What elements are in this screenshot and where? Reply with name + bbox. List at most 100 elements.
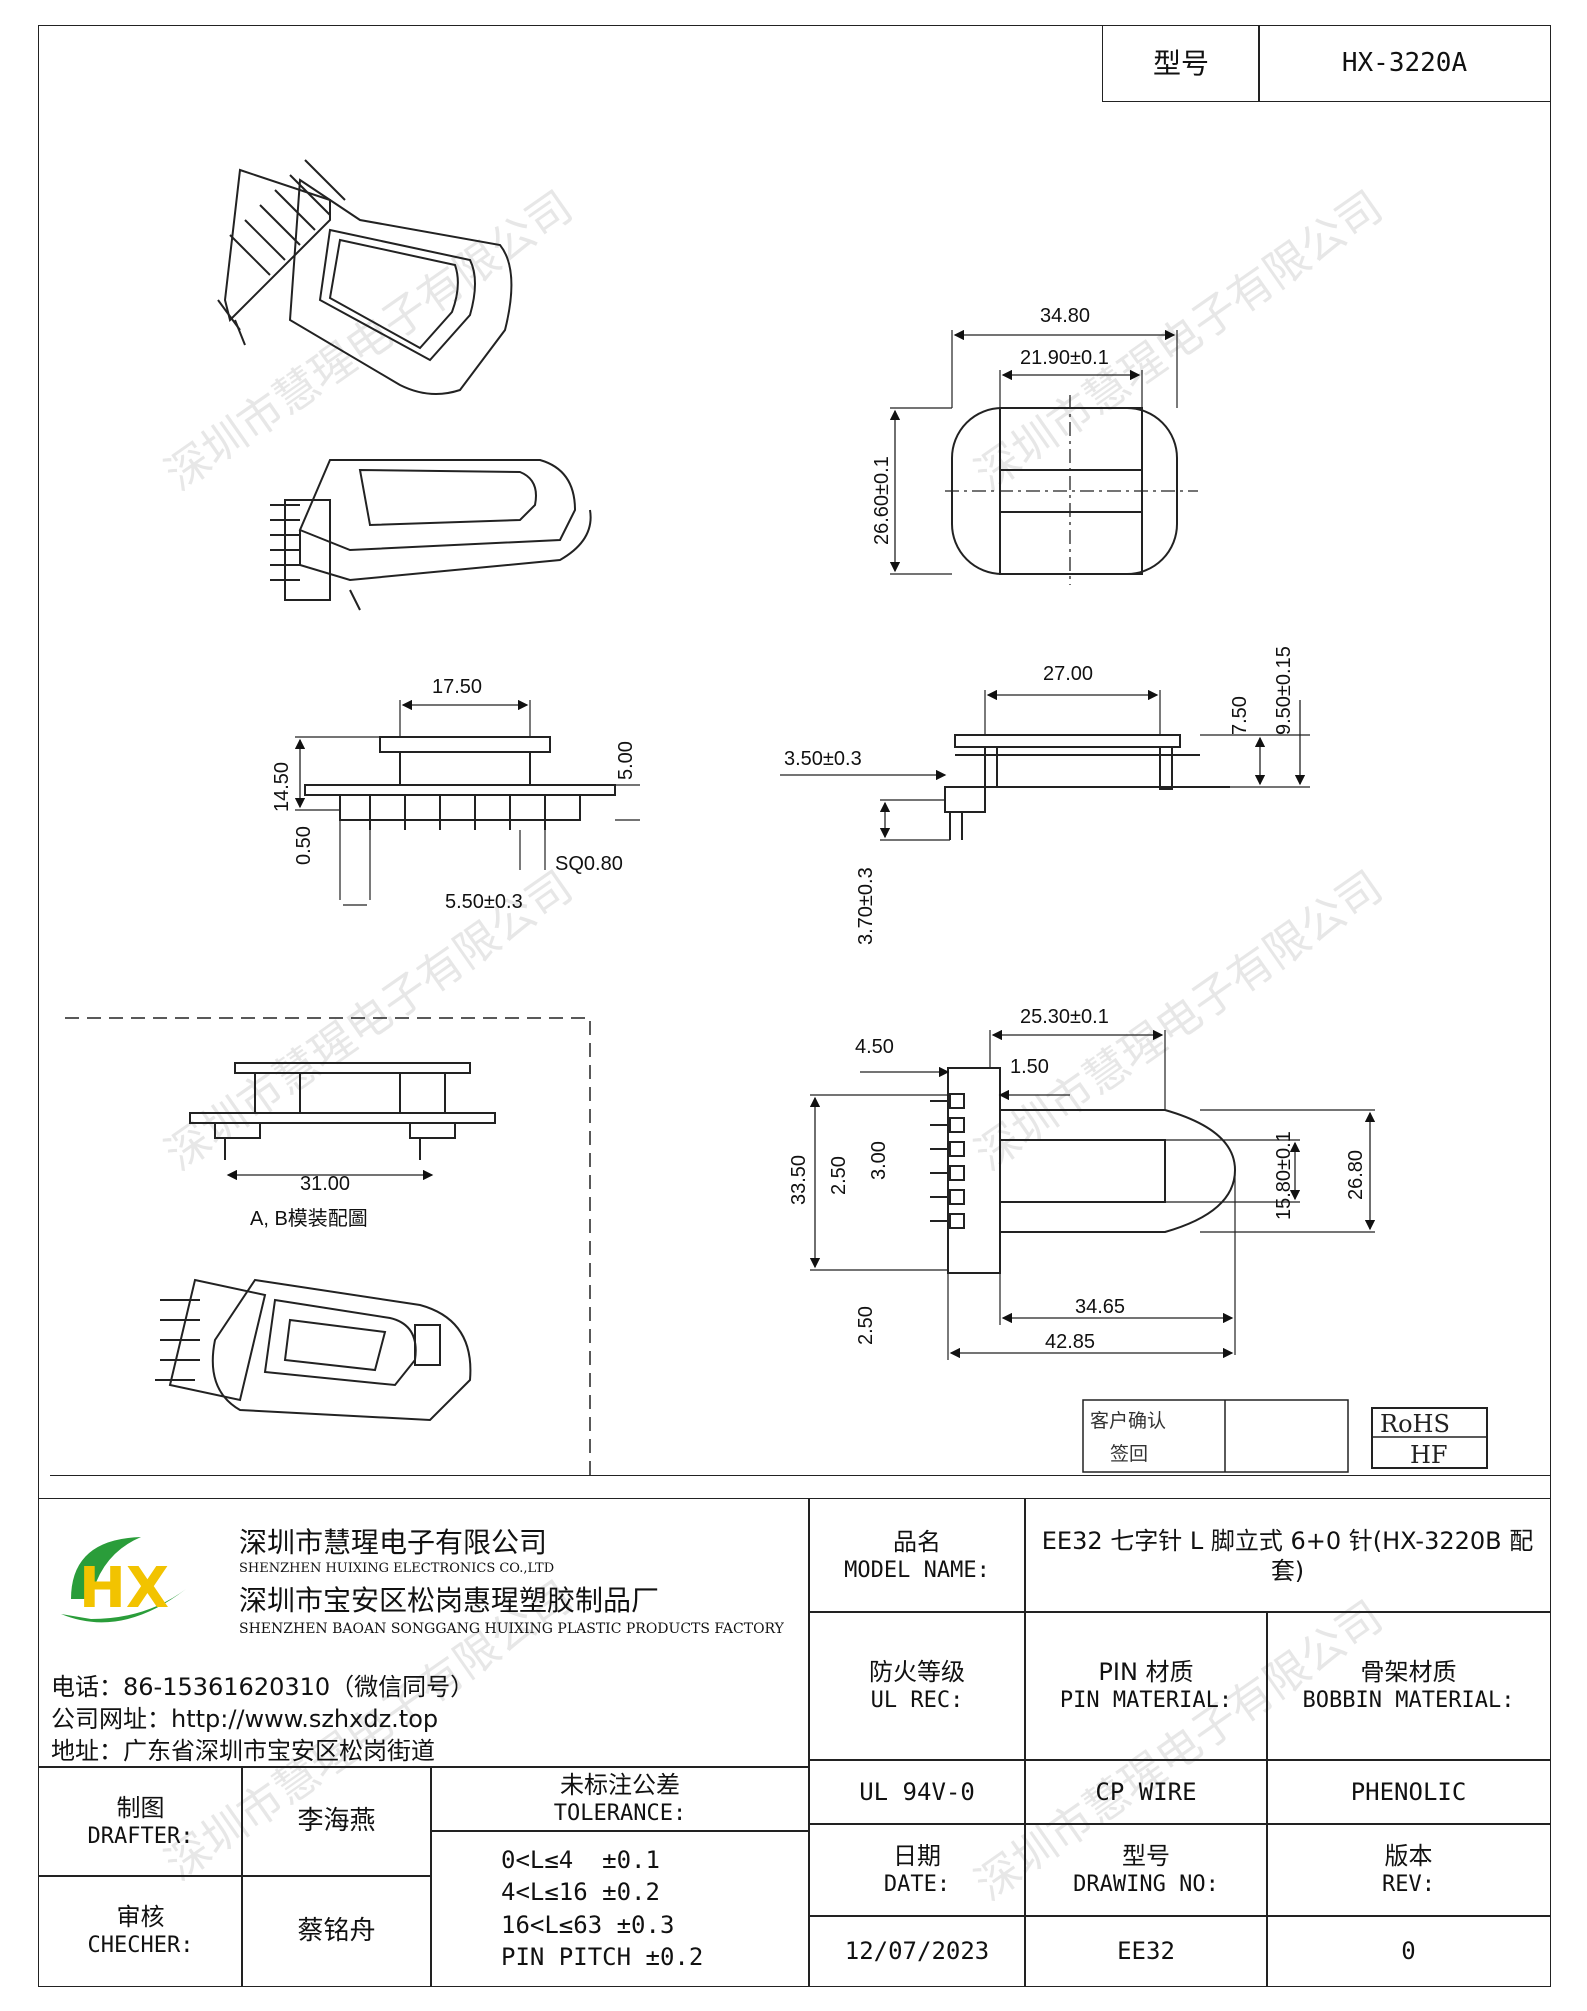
bottom-view [809, 1029, 1376, 1360]
rev-value-cell: 0 [1266, 1915, 1551, 1987]
ul-en: UL REC: [870, 1688, 964, 1714]
date-cn: 日期 [893, 1842, 941, 1871]
bobbin-en: BOBBIN MATERIAL: [1302, 1688, 1515, 1714]
drafter-value-cell: 李海燕 [241, 1766, 432, 1877]
front-view [294, 699, 640, 906]
bottom-pins [930, 1093, 965, 1229]
checker-en: CHECHER: [87, 1933, 194, 1959]
company-logo: HX [51, 1529, 191, 1639]
company-website: 公司网址：http://www.szhxdz.top [51, 1705, 439, 1733]
checker-label-cell: 审核 CHECHER: [38, 1875, 243, 1987]
dim-label: 5.00 [615, 741, 637, 780]
dim-label: 34.80 [1040, 305, 1090, 327]
customer-confirm-label: 客户确认 [1090, 1410, 1166, 1432]
tolerance-cn: 未标注公差 [560, 1771, 680, 1800]
dim-label: 26.80 [1345, 1150, 1367, 1200]
tolerance-line: 16<L≤63 ±0.3 [501, 1910, 675, 1939]
ul-value-cell: UL 94V-0 [808, 1759, 1026, 1825]
dim-label: 2.50 [855, 1306, 877, 1345]
technical-drawing: 34.80 21.90±0.1 26.60±0.1 17.50 14.50 0.… [65, 159, 1488, 1480]
rohs-box [1371, 1407, 1488, 1469]
dim-label: 3.70±0.3 [855, 867, 877, 945]
dim-label: 42.85 [1045, 1331, 1095, 1353]
dim-label: 0.50 [293, 826, 315, 865]
tolerance-label-cell: 未标注公差 TOLERANCE: [430, 1766, 810, 1832]
dim-label: 26.60±0.1 [871, 456, 893, 545]
header-model-label-cell: 型号 [1102, 25, 1260, 102]
drawing-en: DRAWING NO: [1073, 1872, 1219, 1898]
date-value-cell: 12/07/2023 [808, 1915, 1026, 1987]
dim-label: 15.80±0.1 [1273, 1131, 1295, 1220]
ul-label-cell: 防火等级 UL REC: [808, 1611, 1026, 1761]
checker-cn: 审核 [116, 1903, 165, 1932]
factory-name-cn: 深圳市宝安区松岗惠瑆塑胶制品厂 [239, 1584, 660, 1617]
model-name-en: MODEL NAME: [844, 1557, 990, 1583]
bobbin-value: PHENOLIC [1350, 1778, 1467, 1806]
model-name-cn: 品名 [893, 1527, 941, 1556]
tolerance-values-cell: 0<L≤4 ±0.1 4<L≤16 ±0.2 16<L≤63 ±0.3 PIN … [430, 1830, 810, 1987]
iso-view-2 [270, 459, 592, 611]
dim-label: 9.50±0.15 [1273, 646, 1295, 735]
customer-return-label: 签回 [1110, 1443, 1148, 1465]
dim-label: 3.00 [868, 1141, 890, 1180]
pin-material-label-cell: PIN 材质 PIN MATERIAL: [1024, 1611, 1268, 1761]
assembly-region-border [65, 1017, 591, 1480]
side-view [780, 689, 1310, 841]
bobbin-material-label-cell: 骨架材质 BOBBIN MATERIAL: [1266, 1611, 1551, 1761]
header-model-value-cell: HX-3220A [1258, 25, 1551, 102]
pin-en: PIN MATERIAL: [1059, 1688, 1233, 1714]
drafter-en: DRAFTER: [87, 1823, 194, 1849]
rohs-label: RoHS [1380, 1410, 1450, 1438]
dim-label: 31.00 [300, 1173, 350, 1195]
drafter-cn: 制图 [116, 1793, 165, 1822]
assembly-caption: A, B模装配圖 [250, 1207, 368, 1230]
company-phone: 电话：86-15361620310（微信同号） [51, 1673, 475, 1701]
model-name-value: EE32 七字针 L 脚立式 6+0 针(HX-3220B 配套) [1041, 1526, 1534, 1585]
pin-value: CP WIRE [1095, 1778, 1197, 1806]
checker-value: 蔡铭舟 [297, 1915, 376, 1946]
rev-value: 0 [1401, 1937, 1416, 1965]
front-pins [369, 795, 546, 830]
dim-label: 7.50 [1229, 696, 1251, 735]
header-model-value: HX-3220A [1341, 48, 1468, 79]
pin-value-cell: CP WIRE [1024, 1759, 1268, 1825]
tolerance-en: TOLERANCE: [553, 1801, 687, 1827]
iso-view-1 [217, 159, 513, 395]
company-name-cn: 深圳市慧瑆电子有限公司 [239, 1526, 548, 1559]
ul-cn: 防火等级 [869, 1658, 965, 1687]
dim-label: 17.50 [432, 676, 482, 698]
hf-label: HF [1410, 1441, 1448, 1469]
dim-label: 1.50 [1010, 1056, 1049, 1078]
drawing-cn: 型号 [1122, 1842, 1170, 1871]
drawing-value-cell: EE32 [1024, 1915, 1268, 1987]
tolerance-line: 0<L≤4 ±0.1 [501, 1845, 660, 1874]
checker-value-cell: 蔡铭舟 [241, 1875, 432, 1987]
factory-name-en: SHENZHEN BAOAN SONGGANG HUIXING PLASTIC … [239, 1621, 784, 1637]
dim-label: 25.30±0.1 [1020, 1006, 1109, 1028]
iso-view-3 [155, 1278, 472, 1422]
bobbin-value-cell: PHENOLIC [1266, 1759, 1551, 1825]
dim-label: 2.50 [828, 1156, 850, 1195]
rev-en: REV: [1382, 1872, 1435, 1898]
date-label-cell: 日期 DATE: [808, 1823, 1026, 1917]
date-en: DATE: [883, 1872, 951, 1898]
company-address: 地址：广东省深圳市宝安区松岗街道 [51, 1737, 435, 1765]
dimension-labels: 34.80 21.90±0.1 26.60±0.1 17.50 14.50 0.… [250, 305, 1450, 1469]
drawing-bottom-line [50, 1475, 1550, 1476]
drafter-value: 李海燕 [297, 1806, 376, 1837]
rev-cn: 版本 [1384, 1842, 1433, 1871]
drawing-value: EE32 [1117, 1937, 1175, 1965]
dim-label: 14.50 [271, 762, 293, 812]
ul-value: UL 94V-0 [859, 1778, 975, 1806]
model-name-label-cell: 品名 MODEL NAME: [808, 1498, 1026, 1613]
top-view [889, 329, 1198, 585]
company-name-en: SHENZHEN HUIXING ELECTRONICS CO.,LTD [239, 1561, 555, 1576]
tolerance-line: PIN PITCH ±0.2 [501, 1942, 704, 1971]
pin-cn: PIN 材质 [1098, 1658, 1194, 1687]
dim-label: 27.00 [1043, 663, 1093, 685]
header-model-label: 型号 [1152, 47, 1209, 80]
dim-label: 21.90±0.1 [1020, 347, 1109, 369]
drawing-no-label-cell: 型号 DRAWING NO: [1024, 1823, 1268, 1917]
logo-text: HX [79, 1556, 169, 1621]
dim-label: 3.50±0.3 [784, 748, 862, 770]
